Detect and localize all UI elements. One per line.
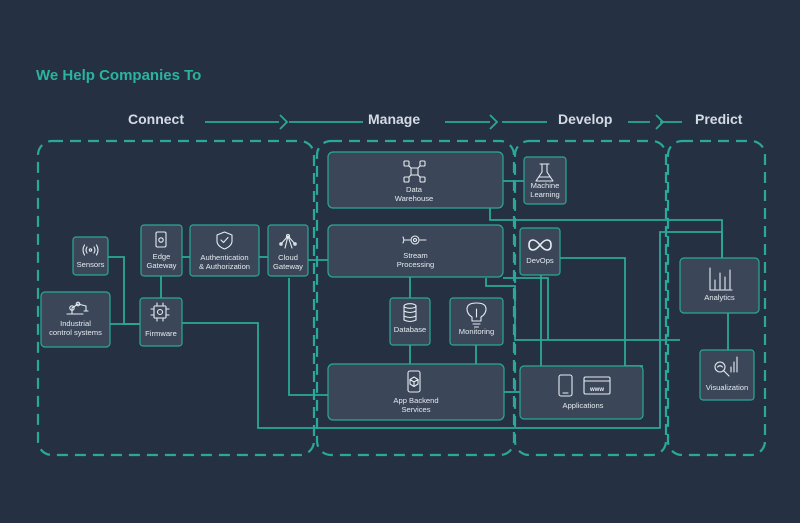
node-label: Services [401, 405, 430, 414]
node-label: Industrial [60, 319, 91, 328]
node-label: Gateway [147, 261, 177, 270]
node-label: Processing [397, 260, 435, 269]
node-label: Authentication [200, 253, 248, 262]
node-label: Warehouse [395, 194, 434, 203]
network-icon [403, 160, 426, 183]
node-label: Sensors [77, 260, 105, 269]
node-cloud-gateway[interactable]: Cloud Gateway [267, 224, 309, 277]
magnifier-chart-icon [714, 356, 738, 377]
node-label: & Authorization [199, 262, 250, 271]
node-visualization[interactable]: Visualization [699, 349, 755, 401]
gateway-device-icon [155, 231, 167, 248]
node-label: Data [406, 185, 423, 194]
gear-flow-icon [402, 235, 427, 245]
phase-connect: Connect [128, 111, 184, 127]
browser-www-icon [583, 376, 611, 395]
node-label: Machine [531, 181, 560, 190]
phase-develop: Develop [558, 111, 612, 127]
phase-manage: Manage [368, 111, 420, 127]
node-edge-gateway[interactable]: Edge Gateway [140, 224, 183, 277]
node-label: Stream [403, 251, 427, 260]
node-stream-processing[interactable]: Stream Processing [327, 224, 504, 278]
zone-predict [666, 139, 767, 457]
node-label: Applications [563, 401, 604, 410]
node-industrial-control-systems[interactable]: Industrial control systems [40, 291, 111, 348]
lightbulb-icon [466, 302, 487, 328]
node-machine-learning[interactable]: Machine Learning [523, 156, 567, 205]
phase-predict: Predict [695, 111, 743, 127]
node-monitoring[interactable]: Monitoring [449, 297, 504, 346]
database-icon [403, 303, 417, 323]
node-analytics[interactable]: Analytics [679, 257, 760, 314]
node-authentication[interactable]: Authentication & Authorization [189, 224, 260, 277]
bar-chart-icon [709, 267, 733, 291]
node-label: Edge [153, 252, 171, 261]
node-firmware[interactable]: Firmware [139, 297, 183, 347]
node-label: Gateway [273, 262, 303, 271]
shield-check-icon [216, 231, 233, 250]
node-label: control systems [49, 328, 102, 337]
node-database[interactable]: Database [389, 297, 431, 346]
phone-icon [558, 374, 573, 397]
node-data-warehouse[interactable]: Data Warehouse [327, 151, 504, 209]
signal-icon [82, 244, 99, 256]
cloud-network-icon [279, 233, 297, 249]
node-label: Visualization [706, 383, 749, 392]
node-label: Analytics [704, 293, 735, 302]
www-label: www [589, 387, 604, 393]
infinity-icon [528, 239, 552, 251]
zone-connect [36, 139, 316, 457]
node-applications[interactable]: www Applications [519, 365, 644, 420]
flask-icon [535, 163, 554, 182]
node-label: DevOps [526, 256, 554, 265]
node-sensors[interactable]: Sensors [72, 236, 109, 276]
node-label: App Backend [393, 396, 438, 405]
mobile-cube-icon [407, 370, 421, 393]
node-label: Monitoring [459, 327, 494, 336]
node-devops[interactable]: DevOps [519, 227, 561, 276]
node-label: Database [394, 325, 427, 334]
phase-arrows [205, 114, 690, 130]
node-label: Cloud [278, 253, 298, 262]
headline: We Help Companies To [36, 67, 201, 84]
node-label: Firmware [145, 329, 177, 338]
node-app-backend-services[interactable]: App Backend Services [327, 363, 505, 421]
robot-arm-icon [66, 301, 89, 315]
chip-gear-icon [150, 302, 170, 322]
node-label: Learning [530, 190, 560, 199]
